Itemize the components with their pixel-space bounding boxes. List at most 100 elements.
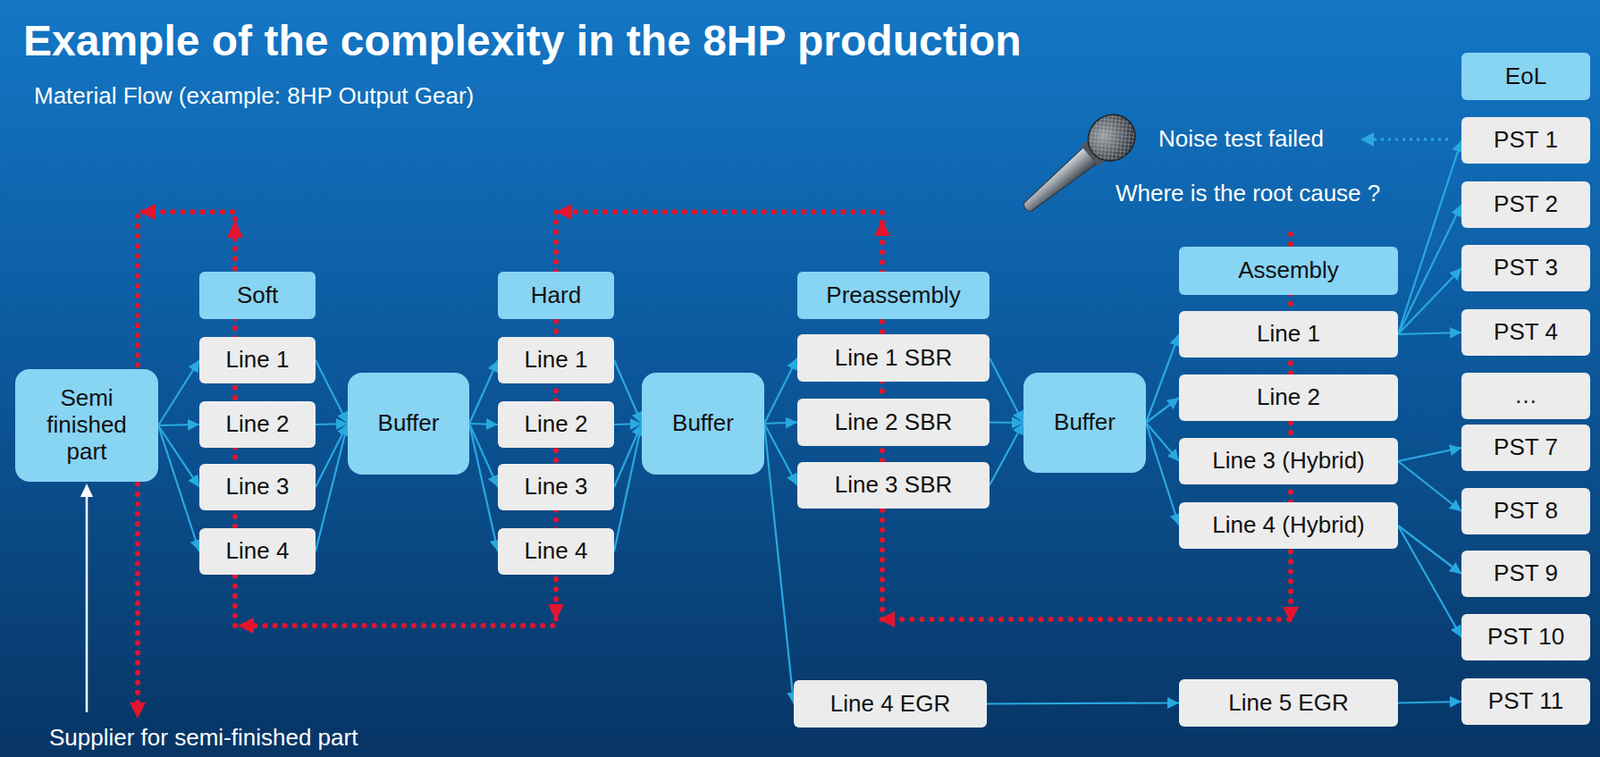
flow-arrow — [1145, 422, 1179, 462]
arrowhead — [1360, 132, 1374, 147]
box-text: Line 1 SBR — [834, 345, 953, 372]
box-text: EoL — [1505, 63, 1547, 91]
arrowhead — [139, 203, 156, 220]
line-box: PST 8 — [1461, 488, 1591, 535]
mic-handle — [1018, 145, 1099, 218]
line-box: Line 4 — [199, 528, 316, 575]
flow-arrow — [158, 360, 200, 426]
flow-arrow — [315, 423, 348, 488]
microphone-icon — [1010, 105, 1145, 227]
line-box: Line 4 (Hybrid) — [1178, 502, 1398, 549]
box-text: PST 3 — [1493, 254, 1558, 282]
annotation-label: Noise test failed — [1158, 125, 1324, 153]
box-text: Buffer — [1053, 409, 1116, 437]
line-box: Line 3 (Hybrid) — [1178, 437, 1398, 485]
box-text: Line 2 — [226, 411, 290, 438]
line-box: PST 4 — [1461, 309, 1591, 356]
box-text: Buffer — [672, 410, 734, 438]
box-text: Line 4 EGR — [830, 690, 951, 718]
line-box: Line 4 EGR — [793, 680, 987, 728]
buffer-box: Buffer — [1023, 372, 1146, 473]
box-text: Preassembly — [825, 282, 960, 310]
line-box: Line 1 — [199, 336, 316, 384]
flow-arrow — [1145, 422, 1179, 526]
flow-arrow — [614, 360, 642, 424]
buffer-box: Semi finished part — [15, 369, 159, 482]
flow-arrow — [469, 423, 498, 425]
box-text: Buffer — [378, 410, 440, 438]
loop-arrowheads — [129, 203, 1299, 719]
box-text: … — [1514, 382, 1538, 410]
mic-head — [1078, 105, 1145, 171]
flow-arrow — [469, 423, 498, 488]
box-text: Assembly — [1237, 257, 1339, 285]
line-box: PST 1 — [1461, 117, 1591, 164]
arrowhead — [129, 702, 146, 719]
annotation-label: Material Flow (example: 8HP Output Gear) — [33, 82, 474, 110]
box-text: Hard — [530, 282, 582, 310]
line-box: Line 1 SBR — [797, 334, 990, 382]
line-box: Line 5 EGR — [1178, 679, 1398, 727]
flow-arrow — [158, 425, 200, 488]
box-text: PST 7 — [1493, 434, 1558, 462]
line-box: Line 3 SBR — [797, 462, 990, 509]
flow-arrow — [1397, 461, 1462, 512]
line-box: Line 2 — [497, 401, 615, 448]
arrowhead — [555, 203, 573, 220]
box-text: Line 3 (Hybrid) — [1212, 447, 1365, 475]
box-text: PST 1 — [1493, 126, 1558, 154]
box-text: Line 1 — [226, 346, 290, 374]
line-box: PST 7 — [1461, 424, 1591, 472]
supplier-arrow — [85, 494, 89, 713]
mic-mesh — [1078, 105, 1145, 171]
flow-arrow — [1145, 334, 1179, 423]
box-text: PST 9 — [1493, 560, 1558, 588]
line-box: Line 2 SBR — [797, 398, 990, 447]
buffer-box: Buffer — [347, 372, 470, 475]
flow-arrow — [469, 423, 498, 552]
line-box: PST 3 — [1461, 244, 1591, 292]
line-box: Line 2 — [199, 401, 316, 448]
flow-arrow — [1397, 204, 1462, 335]
flow-arrow — [1397, 525, 1462, 638]
stage-header: Soft — [199, 271, 316, 320]
line-box: PST 10 — [1461, 614, 1591, 661]
box-text: Line 1 — [524, 346, 589, 374]
flow-arrow — [1397, 140, 1462, 335]
box-text: PST 2 — [1493, 191, 1558, 219]
line-box: Line 3 — [497, 463, 615, 511]
box-text: Line 3 — [226, 473, 290, 501]
annotation-label: Where is the root cause ? — [1115, 179, 1381, 208]
arrowhead — [80, 483, 93, 497]
box-text: Line 1 — [1256, 320, 1321, 348]
box-text: Line 4 (Hybrid) — [1212, 512, 1365, 539]
stage-header: Hard — [497, 271, 615, 320]
flow-arrow — [614, 423, 642, 552]
box-text: Line 4 — [226, 538, 290, 565]
flow-arrow — [989, 358, 1024, 424]
flow-arrow — [315, 423, 348, 552]
box-text: PST 4 — [1493, 319, 1558, 346]
arrowhead — [547, 604, 565, 621]
flow-arrow — [158, 425, 200, 552]
flow-arrow — [1397, 447, 1462, 462]
annotation-label: Supplier for semi-finished part — [49, 724, 358, 752]
flow-arrow — [469, 360, 498, 424]
line-box: … — [1461, 372, 1591, 420]
flow-arrow — [614, 423, 642, 488]
box-text: Line 3 — [524, 473, 589, 501]
box-text: PST 8 — [1493, 497, 1558, 525]
box-text: Line 5 EGR — [1228, 690, 1348, 717]
box-text: PST 10 — [1487, 623, 1565, 651]
flow-arrow — [1397, 332, 1462, 335]
arrowhead — [878, 611, 895, 628]
line-box: PST 11 — [1461, 678, 1591, 725]
box-text: Line 3 SBR — [834, 471, 953, 499]
line-box: Line 1 — [497, 336, 615, 384]
arrowhead — [1282, 606, 1299, 624]
flow-arrow — [1397, 268, 1462, 335]
flow-arrow — [989, 422, 1024, 486]
arrowhead — [227, 219, 244, 238]
line-box: Line 3 — [199, 463, 316, 511]
